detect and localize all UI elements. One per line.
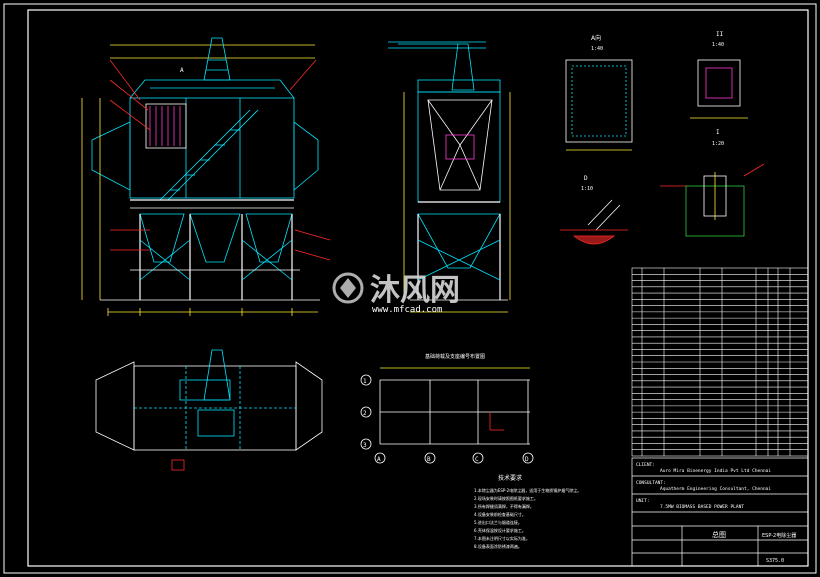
note-line: 1.本除尘器为ESP-2电除尘器，适用于生物质锅炉烟气除尘。 <box>474 487 581 493</box>
drawing-name: ESP-2电除尘器 <box>762 532 796 539</box>
grid-label-d: D <box>525 456 529 463</box>
side-elevation <box>388 41 511 313</box>
detail-ii-title: II <box>716 31 724 38</box>
note-line: 6.壳体保温按设计要求施工。 <box>474 527 526 533</box>
detail-a-view <box>565 59 633 151</box>
note-line: 5.进出口法兰与烟道连接。 <box>474 519 522 525</box>
note-line: 4.设备安装前检查基础尺寸。 <box>474 511 526 517</box>
drawing-number: S375.0 <box>766 558 784 564</box>
drawing-title: 总图 <box>712 530 726 539</box>
detail-a-scale: 1:40 <box>591 46 603 52</box>
notes-list: 1.本除尘器为ESP-2电除尘器，适用于生物质锅炉烟气除尘。 2.现场安装时请按… <box>474 487 581 549</box>
foundation-plan-title: 基础荷载及支座编号布置图 <box>425 353 485 360</box>
bill-of-materials-table <box>631 267 809 457</box>
detail-i-view <box>660 163 765 237</box>
title-block <box>631 457 809 567</box>
front-elevation <box>81 37 331 316</box>
front-view-label: A <box>180 67 184 74</box>
consultant-label: CONSULTANT: <box>636 480 666 486</box>
consultant-value: Aquatherm Engineering Consultant, Chenna… <box>660 486 771 492</box>
detail-ii-view <box>690 59 748 119</box>
grid-label-a: A <box>377 456 381 463</box>
note-line: 3.所有焊缝须满焊，不得有漏焊。 <box>474 503 534 509</box>
grid-label-2: 2 <box>363 410 367 417</box>
grid-label-c: C <box>475 456 479 463</box>
note-line: 7.本图未注明尺寸以实际为准。 <box>474 535 530 541</box>
detail-i-title: I <box>716 129 720 136</box>
watermark-url: www.mfcad.com <box>372 305 442 315</box>
unit-value: 7.5MW BIOMASS BASED POWER PLANT <box>660 504 744 510</box>
client-label: CLIENT: <box>636 462 655 468</box>
detail-d-scale: 1:10 <box>581 186 593 192</box>
detail-a-title: A向 <box>591 34 601 42</box>
grid-label-b: B <box>427 456 431 463</box>
detail-i-scale: 1:20 <box>712 141 724 147</box>
grid-label-3: 3 <box>363 442 367 449</box>
watermark-text: 沐风网 <box>370 273 460 308</box>
detail-d-title: D <box>584 175 588 182</box>
watermark <box>332 272 364 304</box>
client-value: Auro Mira Bioenergy India Pvt Ltd Chenna… <box>660 468 771 474</box>
unit-label: UNIT: <box>636 498 650 504</box>
outer-border <box>3 3 817 574</box>
note-line: 2.现场安装时请按照图纸要求施工。 <box>474 495 538 501</box>
notes-title: 技术要求 <box>498 474 522 482</box>
foundation-plan <box>360 367 534 464</box>
grid-label-1: 1 <box>363 378 367 385</box>
note-line: 8.设备表面涂防锈漆两遍。 <box>474 543 522 549</box>
detail-d-view <box>560 199 628 245</box>
plan-view <box>95 349 323 471</box>
detail-ii-scale: 1:40 <box>712 42 724 48</box>
